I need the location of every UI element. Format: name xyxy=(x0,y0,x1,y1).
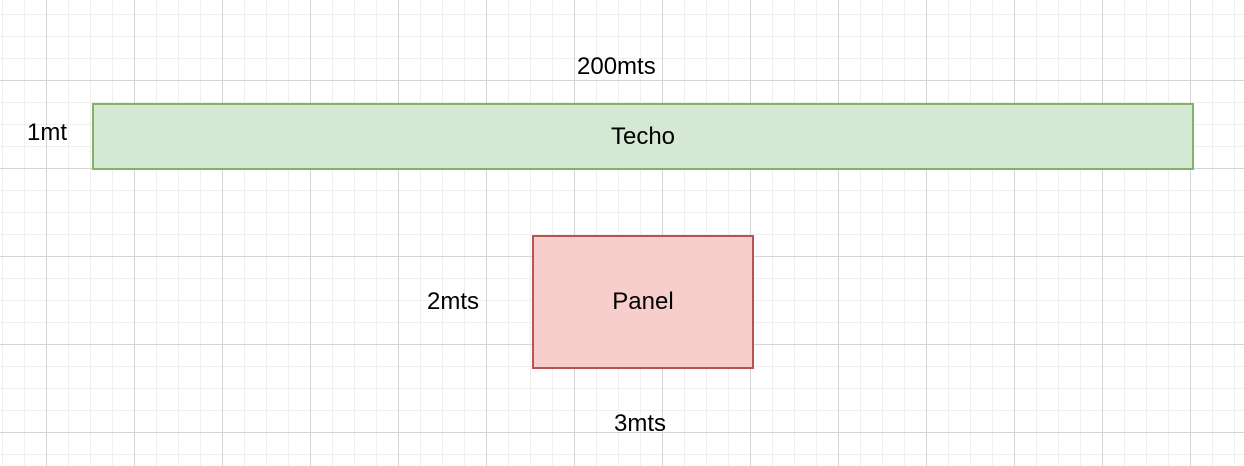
panel-shape-label: Panel xyxy=(612,288,674,315)
roof-height-label: 1mt xyxy=(27,119,68,146)
panel-width-label: 3mts xyxy=(614,410,667,437)
roof-shape-label: Techo xyxy=(610,122,676,150)
roof-width-label: 200mts xyxy=(577,53,656,80)
roof-shape[interactable]: Techo xyxy=(92,103,1194,170)
panel-height-label: 2mts xyxy=(427,288,480,315)
panel-shape[interactable]: Panel xyxy=(532,235,754,369)
